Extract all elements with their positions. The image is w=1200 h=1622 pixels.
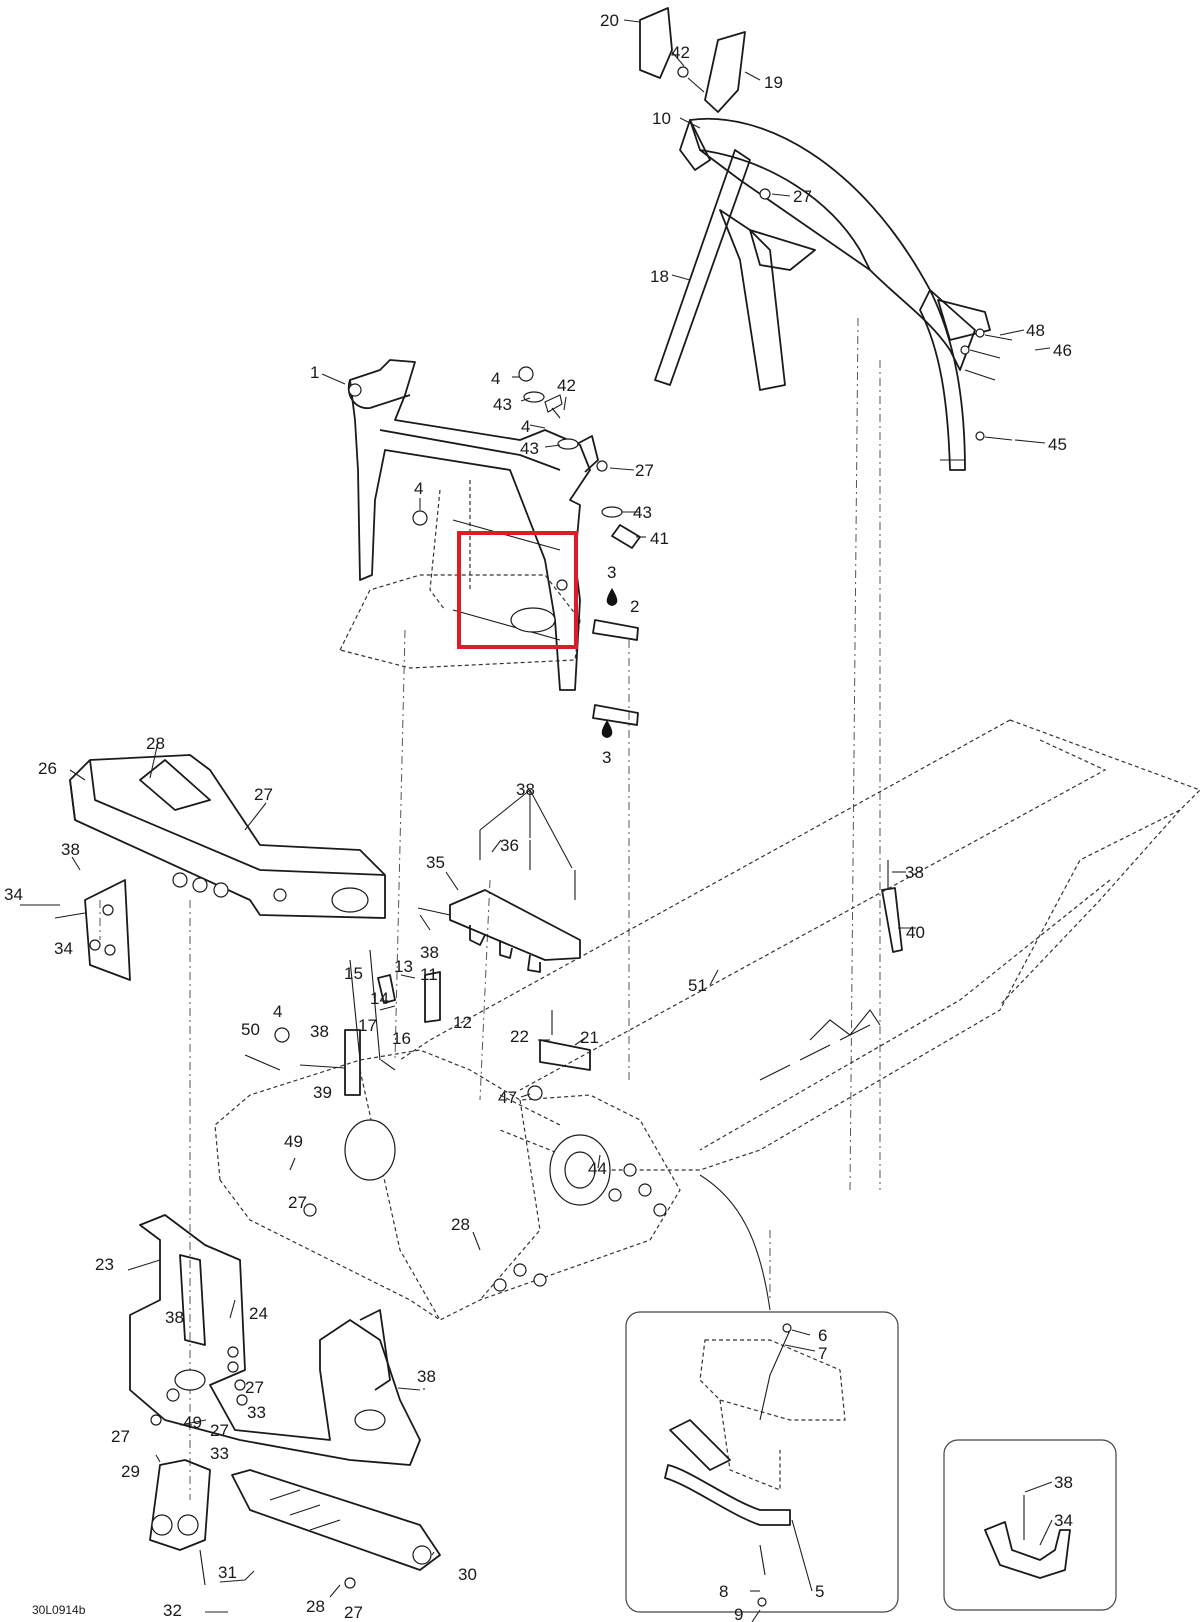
callout: 1 (310, 363, 319, 382)
bracket-35 (417, 889, 581, 973)
callout: 3 (602, 748, 611, 767)
callout: 11 (420, 965, 438, 984)
callout: 27 (635, 461, 654, 480)
callout: 10 (652, 109, 671, 128)
callout: 45 (1048, 435, 1067, 454)
callout: 34 (1054, 1511, 1073, 1530)
callout: 27 (344, 1603, 363, 1622)
callout: 5 (815, 1582, 824, 1601)
callout: 27 (111, 1427, 130, 1446)
callout: 36 (500, 836, 519, 855)
callout: 8 (719, 1582, 728, 1601)
callout: 41 (650, 529, 669, 548)
callout: 15 (344, 964, 363, 983)
callout: 27 (793, 187, 812, 206)
callout: 43 (633, 503, 652, 522)
callout: 44 (588, 1159, 607, 1178)
callout: 42 (671, 43, 690, 62)
callout: 40 (906, 923, 925, 942)
callout: 50 (241, 1020, 260, 1039)
oil-drop-icon (601, 720, 613, 738)
callout: 43 (493, 395, 512, 414)
callout: 48 (1026, 321, 1045, 340)
leader-lines (69, 19, 1053, 1622)
callout: 28 (146, 734, 165, 753)
callout: 19 (764, 73, 783, 92)
callout: 24 (249, 1304, 268, 1323)
alignment-lines (99, 317, 1026, 1600)
front-frame (214, 949, 681, 1321)
callout: 38 (1054, 1473, 1073, 1492)
callout: 27 (245, 1378, 264, 1397)
callout: 9 (734, 1605, 743, 1622)
diagram-reference: 30L0914b (32, 1603, 86, 1617)
callout: 38 (310, 1022, 329, 1041)
callout: 12 (453, 1013, 472, 1032)
callout: 31 (218, 1563, 237, 1582)
highlight-box (457, 531, 578, 649)
callout: 3 (607, 563, 616, 582)
callout: 47 (498, 1088, 517, 1107)
callout: 4 (491, 369, 500, 388)
callout: 38 (516, 780, 535, 799)
callout: 38 (61, 840, 80, 859)
callout-labels: 20 42 19 10 27 18 48 46 45 1 4 42 43 4 4… (4, 11, 1073, 1622)
inset-rivet-bracket (943, 1439, 1117, 1611)
callout: 43 (520, 439, 539, 458)
callout: 16 (392, 1029, 411, 1048)
callout: 38 (905, 863, 924, 882)
front-crossmember (69, 754, 386, 919)
callout: 4 (521, 417, 530, 436)
callout: 34 (54, 939, 73, 958)
callout: 28 (451, 1215, 470, 1234)
callout: 6 (818, 1326, 827, 1345)
callout: 14 (370, 989, 389, 1008)
front-suspension-bracket (129, 1214, 441, 1589)
callout: 46 (1053, 341, 1072, 360)
rear-loop-assembly (639, 7, 991, 471)
callout: 42 (557, 376, 576, 395)
callout: 2 (630, 597, 639, 616)
callout: 35 (426, 853, 445, 872)
callout: 20 (600, 11, 619, 30)
callout: 17 (358, 1016, 377, 1035)
callout: 21 (580, 1028, 599, 1047)
callout: 23 (95, 1255, 114, 1274)
callout: 13 (394, 957, 413, 976)
oil-drop-icon (606, 588, 618, 606)
callout: 49 (183, 1413, 202, 1432)
callout: 33 (210, 1444, 229, 1463)
rivets-38 (479, 830, 903, 953)
callout: 7 (818, 1344, 827, 1363)
callout: 27 (210, 1421, 229, 1440)
steering-support-assembly (339, 359, 599, 691)
callout: 51 (688, 976, 707, 995)
rear-loop-fasteners (687, 77, 1013, 441)
callout: 49 (284, 1132, 303, 1151)
inset-footrest (625, 1311, 899, 1613)
callout: 27 (254, 785, 273, 804)
callout: 29 (121, 1462, 140, 1481)
callout: 39 (313, 1083, 332, 1102)
callout: 38 (165, 1308, 184, 1327)
callout: 34 (4, 885, 23, 904)
callout: 22 (510, 1027, 529, 1046)
callout: 26 (38, 759, 57, 778)
callout: 18 (650, 267, 669, 286)
callout: 32 (163, 1601, 182, 1620)
callout: 27 (288, 1193, 307, 1212)
callout: 4 (273, 1002, 282, 1021)
steering-support-fasteners (518, 366, 641, 726)
callout: 38 (420, 943, 439, 962)
callout: 28 (306, 1597, 325, 1616)
callout: 38 (417, 1367, 436, 1386)
callout: 4 (414, 479, 423, 498)
front-bracket-left (20, 879, 131, 981)
callout: 30 (458, 1565, 477, 1584)
callout: 33 (247, 1403, 266, 1422)
